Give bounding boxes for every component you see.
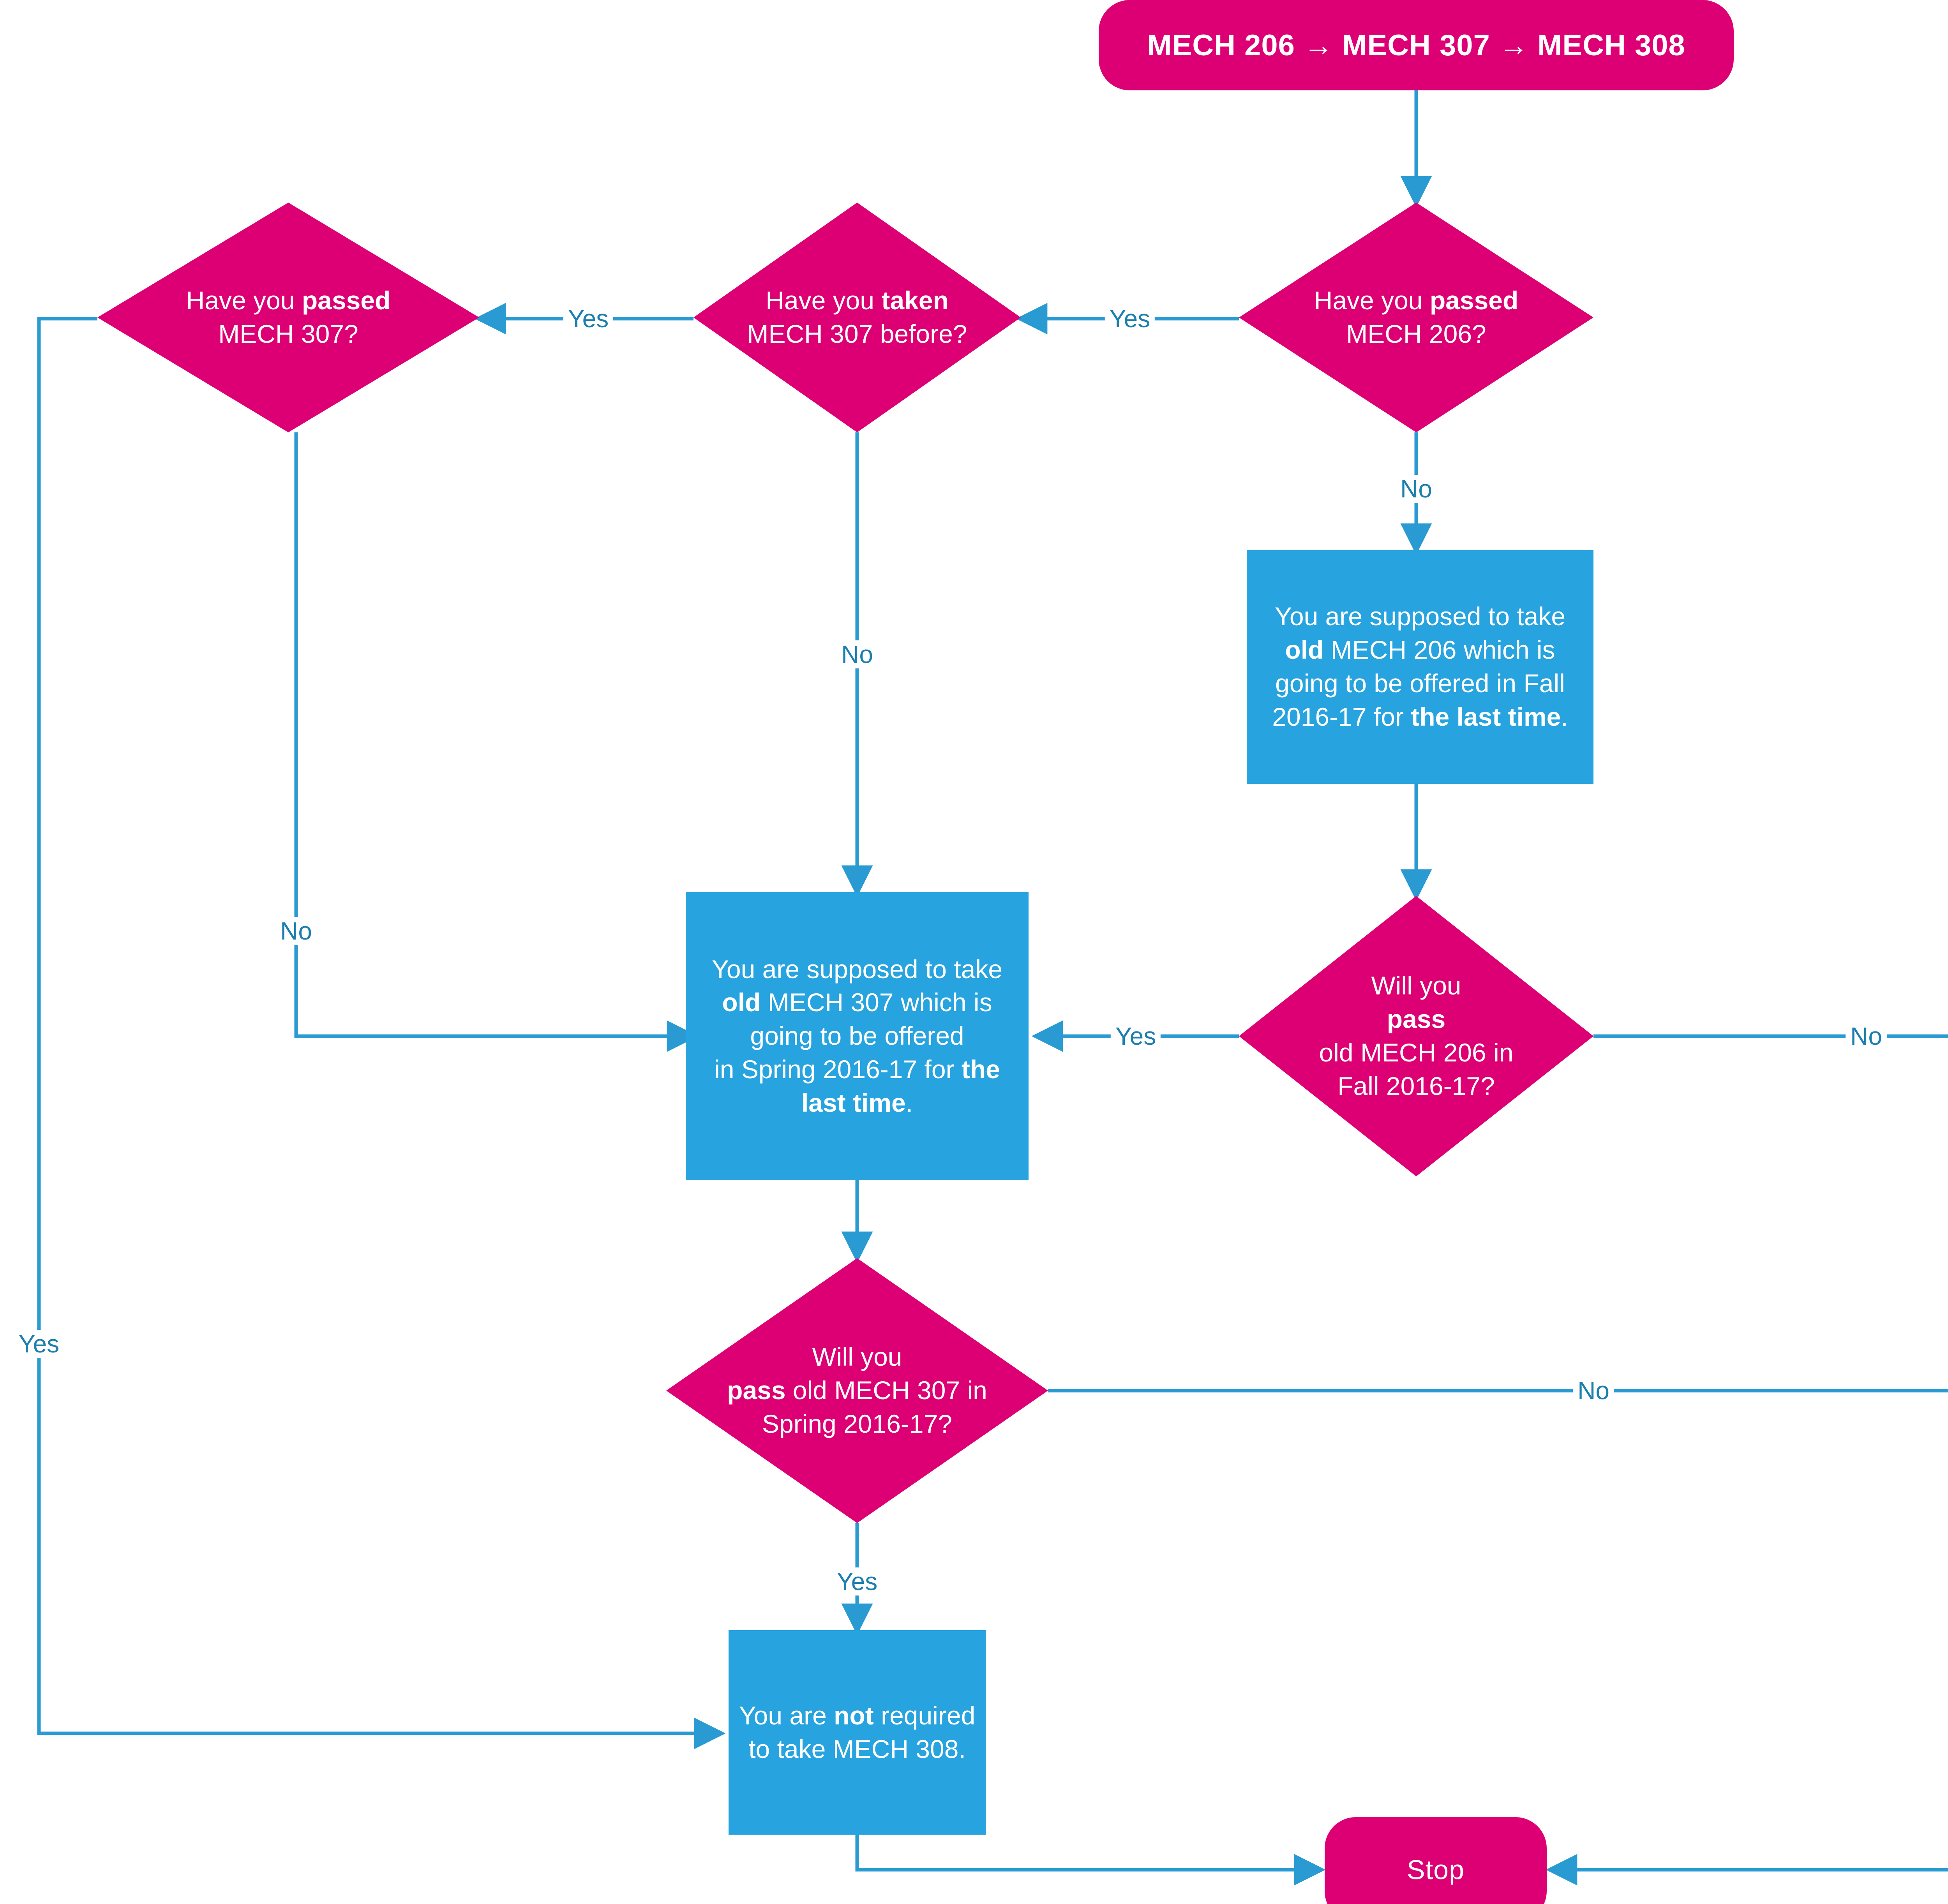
stop-node-label: Stop xyxy=(1407,1855,1465,1885)
start-node-label: MECH 206 → MECH 307 → MECH 308 xyxy=(1147,28,1685,62)
edge-label-no-pass-old206: No xyxy=(1846,1022,1887,1050)
box-take-old-mech307[interactable]: You are supposed to take old MECH 307 wh… xyxy=(686,892,1029,1180)
edge-passed307-yes xyxy=(37,317,726,1749)
edge-label-yes-pass-old206: Yes xyxy=(1110,1022,1161,1050)
edge-notrequired-to-stop xyxy=(855,1835,1326,1886)
edge-label-yes-passed206: Yes xyxy=(1105,305,1155,333)
edge-label-yes-pass-old307: Yes xyxy=(832,1567,882,1595)
edge-label-yes-passed307: Yes xyxy=(14,1330,64,1358)
edge-label-yes-taken307: Yes xyxy=(563,305,614,333)
stop-node[interactable]: Stop xyxy=(1325,1817,1547,1904)
edge-passed307-no xyxy=(294,432,699,1052)
edge-label-no-taken307: No xyxy=(836,640,878,668)
edge-308-to-stop xyxy=(1546,1854,1948,1886)
edge-label-no-passed206: No xyxy=(1396,475,1437,503)
start-node[interactable]: MECH 206 → MECH 307 → MECH 308 xyxy=(1099,0,1734,90)
edge-label-no-pass-old307: No xyxy=(1573,1377,1614,1405)
edge-label-no-passed307: No xyxy=(275,917,317,945)
box-take-old-mech206[interactable]: You are supposed to take old MECH 206 wh… xyxy=(1247,550,1593,784)
box-text: You are not required to take MECH 308. xyxy=(739,1701,976,1763)
box-text: You are supposed to take old MECH 307 wh… xyxy=(711,954,1003,1117)
box-text: You are supposed to take old MECH 206 wh… xyxy=(1272,602,1568,731)
box-not-required-mech308[interactable]: You are not required to take MECH 308. xyxy=(729,1630,986,1835)
